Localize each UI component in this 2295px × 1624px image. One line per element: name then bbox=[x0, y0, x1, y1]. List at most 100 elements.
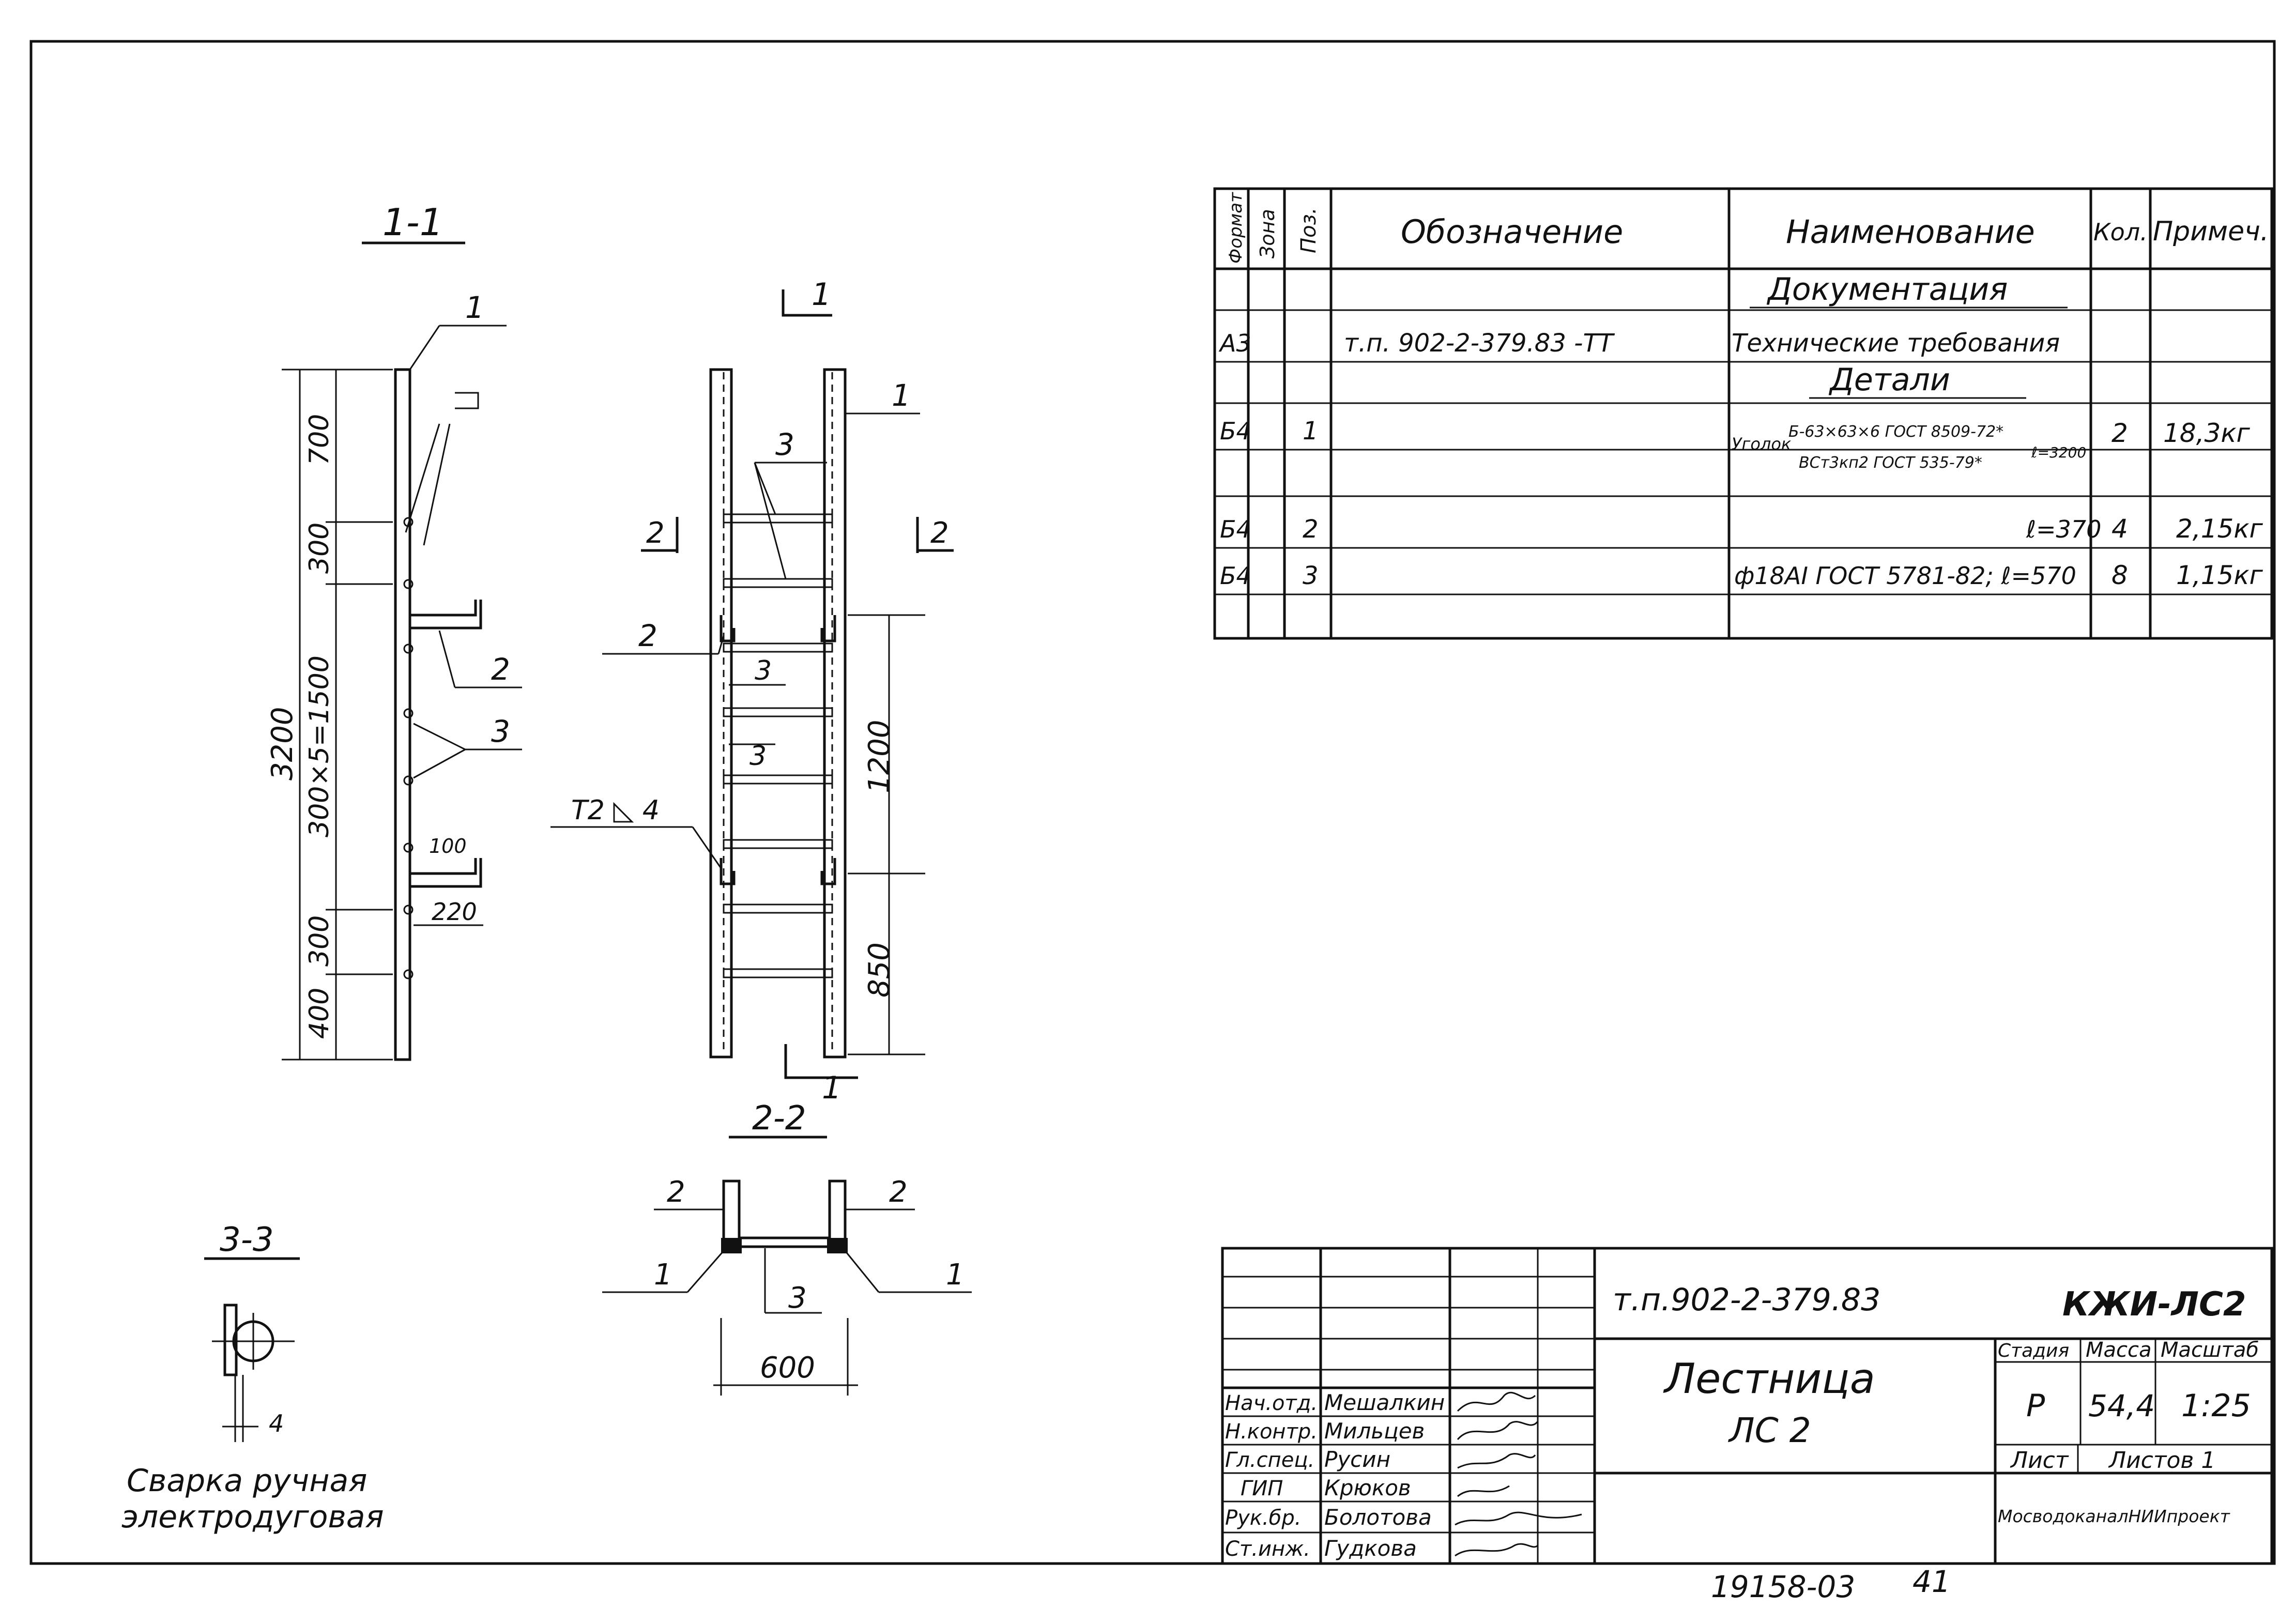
sheets-label: Листов 1 bbox=[2108, 1447, 2215, 1474]
signer-role-1: Нач.отд. bbox=[1225, 1391, 1318, 1415]
dim-3200: 3200 bbox=[266, 707, 299, 780]
row-1-len: ℓ=3200 bbox=[2031, 444, 2086, 461]
signature-4 bbox=[1457, 1485, 1510, 1497]
header-format: Формат bbox=[1226, 192, 1246, 264]
row-docs-designation: т.п. 902-2-379.83 -ТТ bbox=[1344, 329, 1615, 358]
row-2-name: ℓ=370 bbox=[2026, 515, 2101, 543]
cut-2-left: 2 bbox=[646, 516, 665, 550]
leader-3-front: 3 bbox=[775, 427, 794, 462]
dim-1200: 1200 bbox=[863, 719, 896, 793]
row-3-pos: 3 bbox=[1303, 561, 1319, 590]
leader-2-side: 2 bbox=[491, 652, 510, 687]
dim-300-bottom: 300 bbox=[304, 915, 335, 967]
signature-5 bbox=[1455, 1511, 1582, 1526]
dim-600: 600 bbox=[760, 1351, 815, 1385]
dim-850: 850 bbox=[863, 942, 896, 998]
archive-number: 19158-03 bbox=[1711, 1569, 1855, 1604]
signature-1 bbox=[1457, 1391, 1536, 1412]
signature-3 bbox=[1457, 1453, 1536, 1469]
header-zone: Зона bbox=[1256, 209, 1279, 258]
signer-role-3: Гл.спец. bbox=[1225, 1448, 1314, 1472]
signer-name-1: Мешалкин bbox=[1324, 1390, 1445, 1415]
row-2-qty: 4 bbox=[2112, 514, 2128, 544]
header-name: Наименование bbox=[1786, 213, 2035, 251]
section-1-1: 1-1 1 2 3 bbox=[266, 201, 522, 1061]
row-2-pos: 2 bbox=[1303, 515, 1319, 544]
weld-note-line2: электродуговая bbox=[121, 1499, 384, 1535]
signer-name-4: Крюков bbox=[1324, 1475, 1411, 1500]
specification-table: Формат Зона Поз. Обозначение Наименовани… bbox=[1213, 187, 2273, 640]
section-3-3: 3-3 4 Сварка ручная электродуговая bbox=[121, 1221, 384, 1535]
sheet-frame bbox=[29, 40, 2276, 1565]
row-1-pos: 1 bbox=[1303, 417, 1319, 446]
row-1-name-2: Б-63×63×6 ГОСТ 8509-72* bbox=[1788, 423, 2003, 441]
row-3-note: 1,15кг bbox=[2176, 560, 2263, 590]
drawing-name-line2: ЛС 2 bbox=[1728, 1411, 1811, 1450]
row-3-format: Б4 bbox=[1220, 562, 1251, 590]
dim-100: 100 bbox=[429, 835, 467, 857]
leader-1-front: 1 bbox=[892, 378, 911, 413]
section-parts: Детали bbox=[1828, 362, 1950, 398]
section-2-2: 2-2 2 2 1 1 3 600 bbox=[602, 1099, 972, 1396]
signer-role-2: Н.контр. bbox=[1225, 1420, 1318, 1444]
mass-value: 54,4 bbox=[2088, 1388, 2155, 1423]
scale-value: 1:25 bbox=[2181, 1388, 2251, 1424]
dim-400: 400 bbox=[304, 988, 335, 1039]
signer-name-6: Гудкова bbox=[1324, 1536, 1417, 1561]
signer-name-2: Мильцев bbox=[1324, 1418, 1425, 1444]
page-number: 41 bbox=[1912, 1564, 1951, 1599]
ladder-front-view: 1 1 2 2 1 3 2 bbox=[550, 277, 954, 1106]
signer-role-5: Рук.бр. bbox=[1225, 1506, 1301, 1530]
row-1-qty: 2 bbox=[2112, 418, 2128, 448]
row-1-name-3: ВСт3кп2 ГОСТ 535-79* bbox=[1799, 454, 1982, 472]
scale-label: Масштаб bbox=[2161, 1338, 2259, 1362]
weld-note-line1: Сварка ручная bbox=[127, 1463, 367, 1499]
signer-name-5: Болотова bbox=[1324, 1505, 1432, 1530]
leader-2-front: 2 bbox=[638, 618, 657, 653]
header-pos: Поз. bbox=[1297, 207, 1321, 253]
leader-2-sec-left: 2 bbox=[667, 1175, 685, 1209]
cut-1-bottom: 1 bbox=[822, 1070, 842, 1106]
drawing-mark: КЖИ-ЛС2 bbox=[2062, 1285, 2246, 1324]
leader-1-sec-left: 1 bbox=[654, 1258, 672, 1292]
signature-6 bbox=[1455, 1543, 1539, 1557]
header-designation: Обозначение bbox=[1401, 213, 1623, 251]
title-block: т.п.902-2-379.83 КЖИ-ЛС2 Лестница ЛС 2 С… bbox=[1221, 1247, 2273, 1565]
weld-symbol: Т2 ◺ 4 bbox=[571, 795, 660, 826]
row-3-qty: 8 bbox=[2112, 560, 2128, 590]
signer-role-4: ГИП bbox=[1241, 1477, 1283, 1500]
header-note: Примеч. bbox=[2153, 216, 2269, 247]
section-3-3-title: 3-3 bbox=[220, 1221, 274, 1259]
row-1-note: 18,3кг bbox=[2163, 418, 2251, 448]
doc-code: т.п.902-2-379.83 bbox=[1613, 1282, 1880, 1318]
section-1-1-title: 1-1 bbox=[382, 201, 443, 244]
leader-2-sec-right: 2 bbox=[889, 1175, 908, 1209]
leader-3-front-b: 3 bbox=[755, 655, 772, 686]
dim-220: 220 bbox=[432, 898, 477, 926]
section-2-2-title: 2-2 bbox=[752, 1099, 806, 1138]
row-docs-name: Технические требования bbox=[1732, 329, 2060, 358]
dim-300-top: 300 bbox=[304, 523, 335, 574]
row-2-format: Б4 bbox=[1220, 515, 1251, 543]
stage-label: Стадия bbox=[1998, 1340, 2069, 1361]
header-qty: Кол. bbox=[2093, 218, 2148, 246]
leader-3-side: 3 bbox=[491, 714, 510, 749]
section-docs: Документация bbox=[1766, 271, 2008, 308]
dim-300x5: 300×5=1500 bbox=[304, 655, 335, 837]
leader-1-sec-right: 1 bbox=[946, 1258, 965, 1292]
sheet-label: Лист bbox=[2010, 1447, 2069, 1474]
cut-1-top: 1 bbox=[812, 277, 831, 313]
leader-3-front-c: 3 bbox=[749, 741, 767, 772]
organization: МосводоканалНИИпроект bbox=[1998, 1506, 2231, 1526]
dim-700: 700 bbox=[304, 414, 335, 465]
drawing-name-line1: Лестница bbox=[1663, 1355, 1875, 1403]
row-2-note: 2,15кг bbox=[2176, 514, 2263, 544]
leader-3-sec: 3 bbox=[788, 1281, 807, 1315]
mass-label: Масса bbox=[2086, 1338, 2152, 1362]
signer-name-3: Русин bbox=[1324, 1447, 1390, 1472]
stage-value: Р bbox=[2026, 1388, 2045, 1424]
cut-2-right: 2 bbox=[930, 516, 949, 550]
leader-1-side: 1 bbox=[465, 290, 484, 325]
row-docs-format: А3 bbox=[1218, 329, 1251, 357]
